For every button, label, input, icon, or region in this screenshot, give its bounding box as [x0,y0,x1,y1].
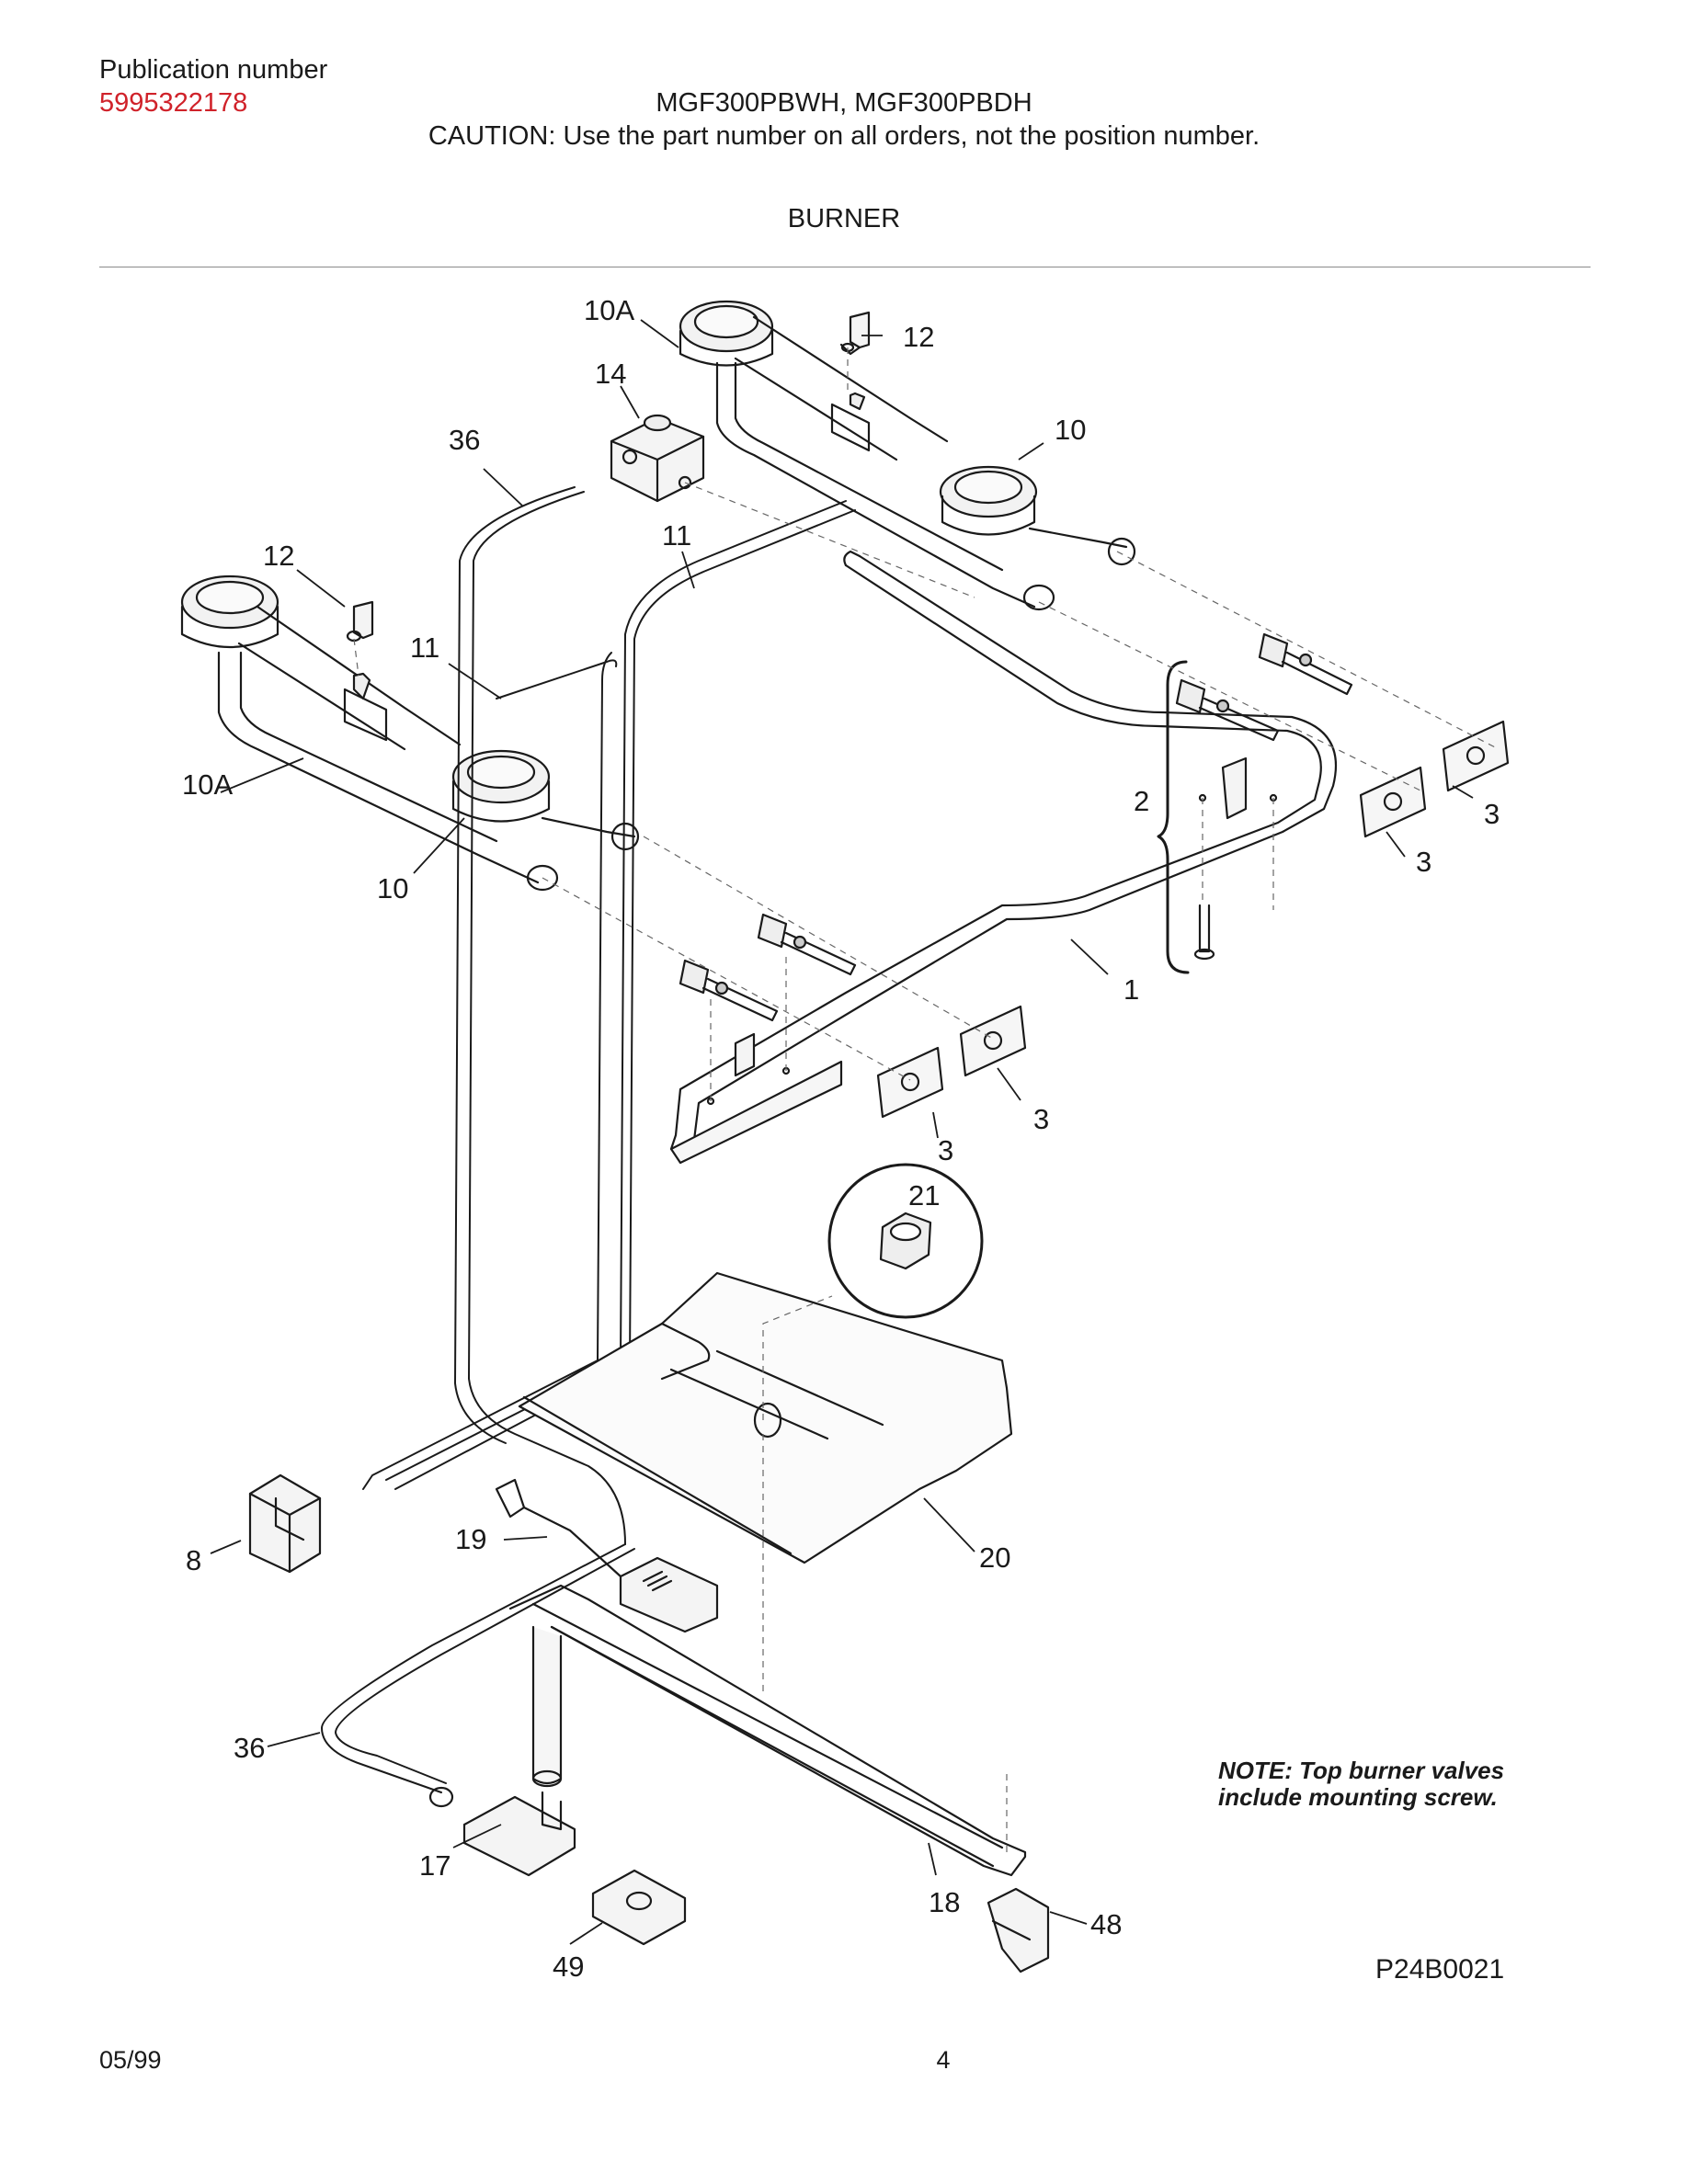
callout-10a-left: 10A [182,768,233,801]
callout-20: 20 [979,1541,1010,1574]
part-1-manifold [669,550,1338,1165]
part-49-bracket [591,1869,687,1946]
part-20-shield [518,1271,1013,1564]
part-8-bracket [248,1473,322,1574]
part-12-top-bracket [839,311,871,356]
part-14-valve [610,414,705,503]
callout-19: 19 [455,1523,486,1555]
callout-36-top: 36 [449,424,480,456]
page-number: 4 [936,2046,951,2074]
model-numbers: MGF300PBWH, MGF300PBDH [656,88,1032,118]
part-48-bracket [987,1887,1050,1974]
callout-12-left: 12 [263,540,294,572]
callout-3-c: 3 [1033,1103,1049,1135]
callout-11-left: 11 [410,631,439,664]
callout-18: 18 [929,1886,960,1918]
valve-left-lower [679,959,779,1022]
callout-10a-top: 10A [584,294,634,326]
note-text: NOTE: Top burner valves include mounting… [1218,1757,1504,1811]
callout-3-b: 3 [1416,846,1431,878]
burner-valves [679,632,1353,1022]
mounting-screw [1193,904,1215,961]
tubing [321,486,856,1793]
valve-right-upper [1258,632,1353,696]
callout-48: 48 [1090,1908,1122,1940]
callout-10-top: 10 [1055,414,1086,446]
part-12-left-bracket [346,600,374,643]
leader-lines [210,319,1474,1945]
left-burner-assembly [180,574,640,892]
callout-10-left: 10 [377,872,408,904]
callout-3-d: 3 [938,1134,953,1166]
valve-right-lower [1175,678,1280,742]
callout-2: 2 [1134,785,1149,817]
footer-date: 05/99 [99,2046,162,2074]
callout-3-a: 3 [1484,798,1500,830]
part-2-brace [1157,660,1190,974]
note-line-2: include mounting screw. [1218,1783,1498,1811]
callout-8: 8 [186,1544,201,1576]
part-3-plates [876,720,1510,1119]
callout-21: 21 [908,1179,940,1211]
part-19-module [495,1478,719,1633]
rear-burner-assembly [679,300,1136,611]
section-title: BURNER [787,204,901,233]
callout-36-bottom: 36 [234,1732,265,1764]
callout-labels: 10A 12 14 36 10 11 12 11 10A 10 2 3 3 1 … [182,294,1500,1983]
publication-number: 5995322178 [99,88,248,118]
callout-17: 17 [419,1849,451,1882]
callout-49: 49 [553,1951,584,1983]
note-line-1: NOTE: Top burner valves [1218,1757,1505,1784]
callout-11-center: 11 [662,519,691,552]
callout-1: 1 [1123,973,1139,1006]
part-21-inset [827,1163,984,1319]
caution-text: CAUTION: Use the part number on all orde… [428,121,1260,151]
publication-label: Publication number [99,55,328,85]
part-18-oven-burner [508,1584,1027,1877]
valve-left-upper [757,913,857,976]
alignment-lines [353,347,1500,1857]
callout-12-top: 12 [903,321,934,353]
callout-14: 14 [595,358,626,390]
diagram-code: P24B0021 [1375,1954,1505,1985]
part-17-valve [428,1786,576,1877]
